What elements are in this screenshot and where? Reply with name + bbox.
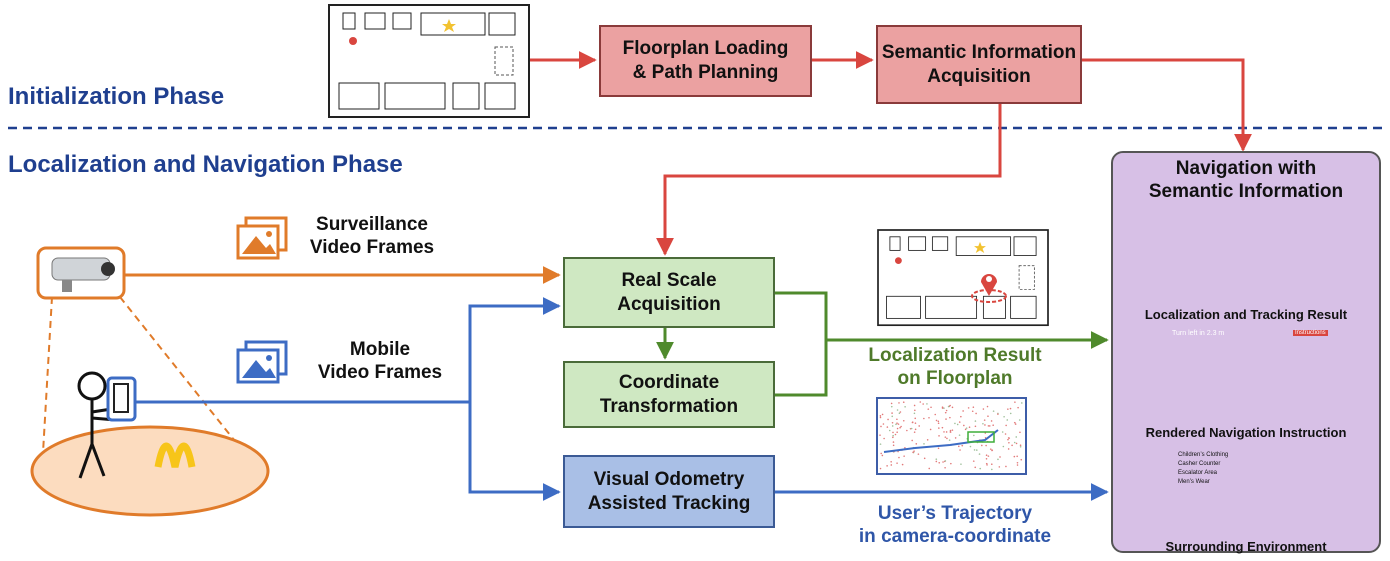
localization-phase-label: Localization and Navigation Phase bbox=[8, 151, 403, 178]
caption-surrounding: Surrounding Environment bbox=[1165, 539, 1327, 554]
surveillance-frames-icon bbox=[236, 216, 288, 260]
caption-rendered: Rendered Navigation Instruction bbox=[1145, 425, 1347, 440]
surveillance-camera-icon bbox=[36, 246, 126, 300]
environment-legend: Children’s Clothing Casher Counter Escal… bbox=[1178, 452, 1229, 485]
trajectory-thumbnail bbox=[876, 397, 1027, 475]
initialization-phase-label: Initialization Phase bbox=[8, 83, 225, 110]
floorplan-loading-box: Floorplan Loading& Path Planning bbox=[599, 25, 812, 97]
navigation-panel bbox=[1111, 151, 1381, 553]
mobile-frames-icon bbox=[236, 340, 288, 384]
instruction-tag: Instructions bbox=[1293, 330, 1328, 336]
instruction-text: Turn left in 2.3 m bbox=[1172, 330, 1225, 337]
caption-localization: Localization and Tracking Result bbox=[1144, 307, 1348, 322]
